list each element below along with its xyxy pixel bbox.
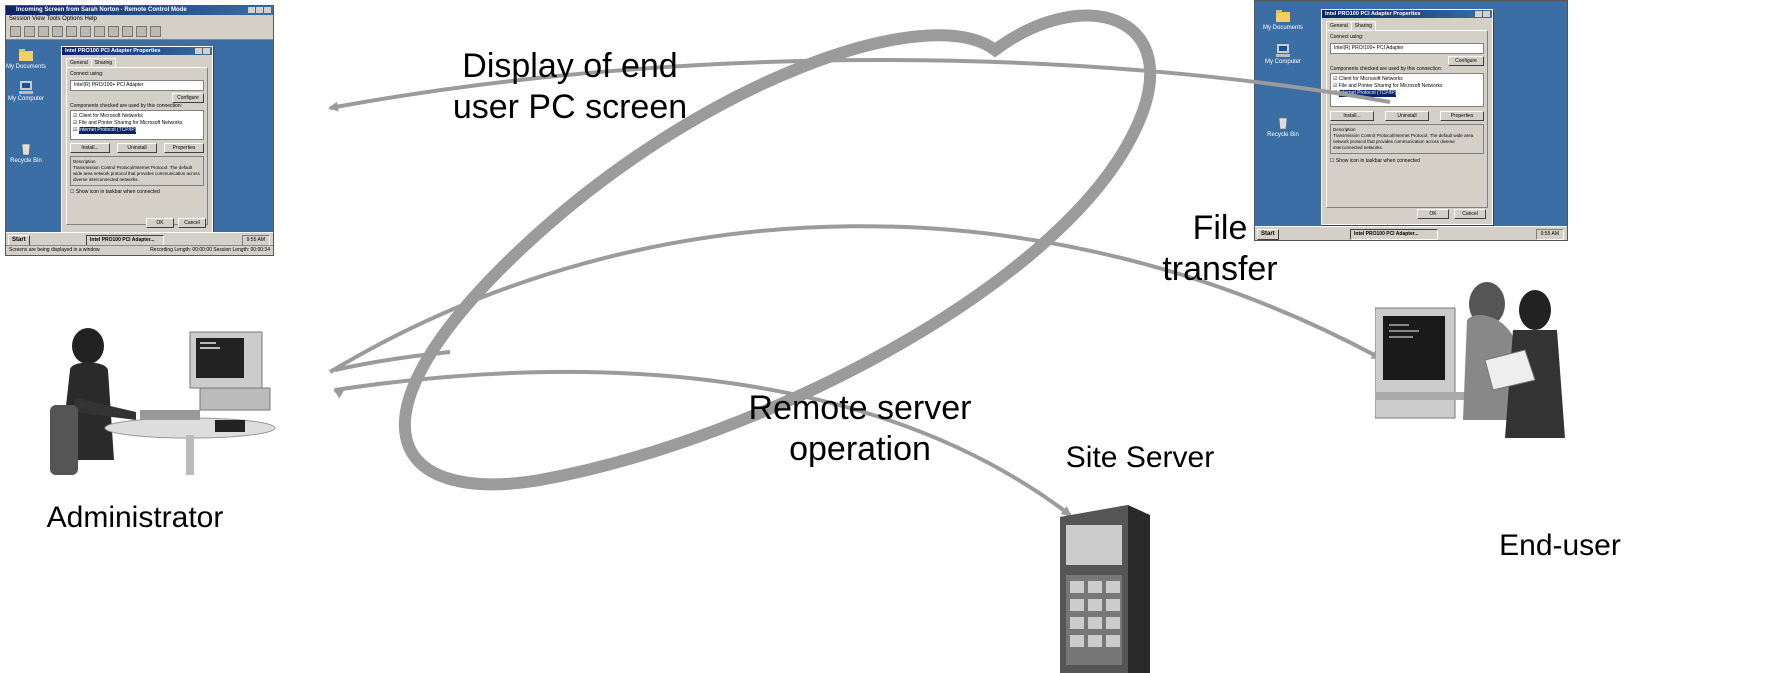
configure-button[interactable]: Configure — [1448, 56, 1484, 66]
component-item[interactable]: ☑ File and Printer Sharing for Microsoft… — [73, 120, 183, 126]
taskbar-item[interactable]: Intel PRO100 PCI Adapter... — [1350, 229, 1438, 240]
remote-toolbar — [6, 23, 273, 40]
display-label: Display of end user PC screen — [452, 47, 688, 126]
window-controls — [248, 7, 271, 13]
install-button[interactable]: Install... — [70, 143, 110, 153]
remote-session-loop — [398, 9, 1157, 491]
connect-using-label: Connect using: — [70, 71, 104, 77]
ok-button[interactable]: OK — [146, 218, 174, 228]
start-button[interactable]: Start — [1257, 229, 1279, 240]
administrator-illustration — [50, 328, 276, 475]
my-documents-icon: My Documents — [1255, 9, 1313, 31]
recycle-bin-icon: Recycle Bin — [1255, 116, 1313, 138]
cancel-button[interactable]: Cancel — [1454, 209, 1486, 219]
status-bar: Screens are being displayed in a window … — [6, 245, 273, 255]
my-computer-icon: My Computer — [1255, 43, 1313, 65]
connect-using-label: Connect using: — [1330, 34, 1364, 40]
admin-remote-screen: Incoming Screen from Sarah Norton - Remo… — [5, 5, 274, 256]
uninstall-button[interactable]: Uninstall — [117, 143, 157, 153]
cancel-button[interactable]: Cancel — [178, 218, 206, 228]
description-box: Description Transmission Control Protoco… — [70, 156, 204, 186]
description-box: Description Transmission Control Protoco… — [1330, 124, 1484, 154]
install-button[interactable]: Install... — [1330, 111, 1374, 121]
component-item[interactable]: ☑ Client for Microsoft Networks — [73, 113, 143, 119]
show-icon-checkbox[interactable]: ☐ Show icon in taskbar when connected — [1330, 158, 1420, 164]
adapter-properties-dialog: Intel PRO100 PCI Adapter Properties Gene… — [1321, 9, 1493, 225]
end-user-illustration — [1375, 282, 1565, 438]
dialog-title: Intel PRO100 PCI Adapter Properties — [1322, 10, 1492, 18]
tab-general[interactable]: General — [1326, 21, 1352, 30]
remote-operation-arrow — [334, 369, 1072, 517]
administrator-label: Administrator — [46, 501, 224, 534]
dialog-title: Intel PRO100 PCI Adapter Properties — [62, 47, 212, 55]
enduser-screen: My Documents My Computer Recycle Bin Int… — [1254, 0, 1568, 241]
component-item[interactable]: ☑ Internet Protocol (TCP/IP) — [73, 127, 137, 134]
display-arrow — [328, 57, 1391, 112]
component-item[interactable]: ☑ File and Printer Sharing for Microsoft… — [1333, 83, 1443, 89]
my-documents-icon: My Documents — [6, 48, 56, 70]
properties-button[interactable]: Properties — [164, 143, 204, 153]
remote-operation-label: Remote server operation — [748, 389, 972, 468]
adapter-field: Intel(R) PRO/100+ PCI Adapter — [1330, 43, 1484, 54]
adapter-field: Intel(R) PRO/100+ PCI Adapter — [70, 80, 204, 91]
show-icon-checkbox[interactable]: ☐ Show icon in taskbar when connected — [70, 189, 160, 195]
configure-button[interactable]: Configure — [172, 93, 204, 103]
components-list[interactable]: ☑ Client for Microsoft Networks ☑ File a… — [1330, 73, 1484, 107]
components-label: Components checked are used by this conn… — [70, 103, 183, 109]
adapter-properties-dialog: Intel PRO100 PCI Adapter Properties Gene… — [61, 46, 213, 233]
my-computer-icon: My Computer — [6, 80, 56, 102]
components-label: Components checked are used by this conn… — [1330, 66, 1443, 72]
remote-operation-return — [333, 388, 345, 399]
tab-sharing[interactable]: Sharing — [91, 58, 117, 67]
uninstall-button[interactable]: Uninstall — [1385, 111, 1429, 121]
remote-menubar: Session View Tools Options Help — [6, 15, 273, 23]
file-transfer-label: File transfer — [1162, 209, 1278, 288]
taskbar: Start Intel PRO100 PCI Adapter... 9:55 A… — [1255, 226, 1567, 240]
end-user-label: End-user — [1499, 529, 1621, 562]
properties-button[interactable]: Properties — [1440, 111, 1484, 121]
file-transfer-return-arrow — [334, 350, 451, 372]
remote-window-title: Incoming Screen from Sarah Norton - Remo… — [6, 6, 273, 15]
recycle-bin-icon: Recycle Bin — [6, 142, 56, 164]
tab-sharing[interactable]: Sharing — [1351, 21, 1377, 30]
clock: 9:55 AM — [1535, 229, 1564, 240]
file-transfer-arrow — [328, 224, 1382, 374]
tab-general[interactable]: General — [66, 58, 92, 67]
components-list[interactable]: ☑ Client for Microsoft Networks ☑ File a… — [70, 110, 204, 140]
taskbar: Start Intel PRO100 PCI Adapter... 9:55 A… — [6, 232, 273, 246]
site-server-label: Site Server — [1065, 441, 1215, 474]
component-item[interactable]: ☑ Client for Microsoft Networks — [1333, 76, 1403, 82]
site-server-icon — [1060, 505, 1150, 673]
ok-button[interactable]: OK — [1417, 209, 1449, 219]
